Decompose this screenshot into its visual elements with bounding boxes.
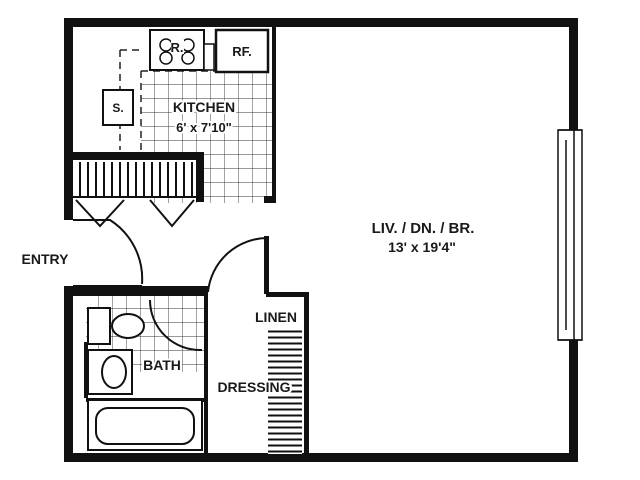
bath-sink (87, 349, 133, 395)
kitchen-label: KITCHEN (173, 99, 235, 115)
range-label: R. (171, 40, 184, 55)
refrigerator-label: RF. (232, 44, 252, 59)
linen-label: LINEN (255, 309, 297, 325)
outer-walls (64, 18, 578, 462)
range-spacer (203, 43, 215, 71)
living-label: LIV. / DN. / BR. (372, 220, 475, 237)
dressing-door-swing (207, 236, 269, 294)
dressing-label: DRESSING (217, 379, 290, 395)
linen-closet (266, 292, 309, 454)
kitchen-counter-outline (119, 49, 270, 150)
living-size: 13' x 19'4" (388, 239, 456, 255)
bathtub (86, 398, 204, 451)
kitchen-size: 6' x 7'10" (176, 120, 232, 135)
entry-closet (73, 152, 204, 228)
sink-label: S. (112, 101, 123, 115)
entry-label: ENTRY (22, 251, 70, 267)
bath-label: BATH (143, 357, 181, 373)
entry-door-swing (73, 219, 144, 285)
sink: S. (102, 89, 134, 126)
linen-wall (264, 236, 269, 294)
bath-door-swing (149, 299, 203, 352)
bath-inner-wall (84, 342, 88, 398)
window (557, 129, 583, 341)
refrigerator: RF. (214, 28, 270, 74)
range: R. (149, 29, 205, 71)
kitchen-walls (264, 27, 276, 203)
toilet (87, 307, 145, 345)
bath-walls (73, 286, 208, 453)
